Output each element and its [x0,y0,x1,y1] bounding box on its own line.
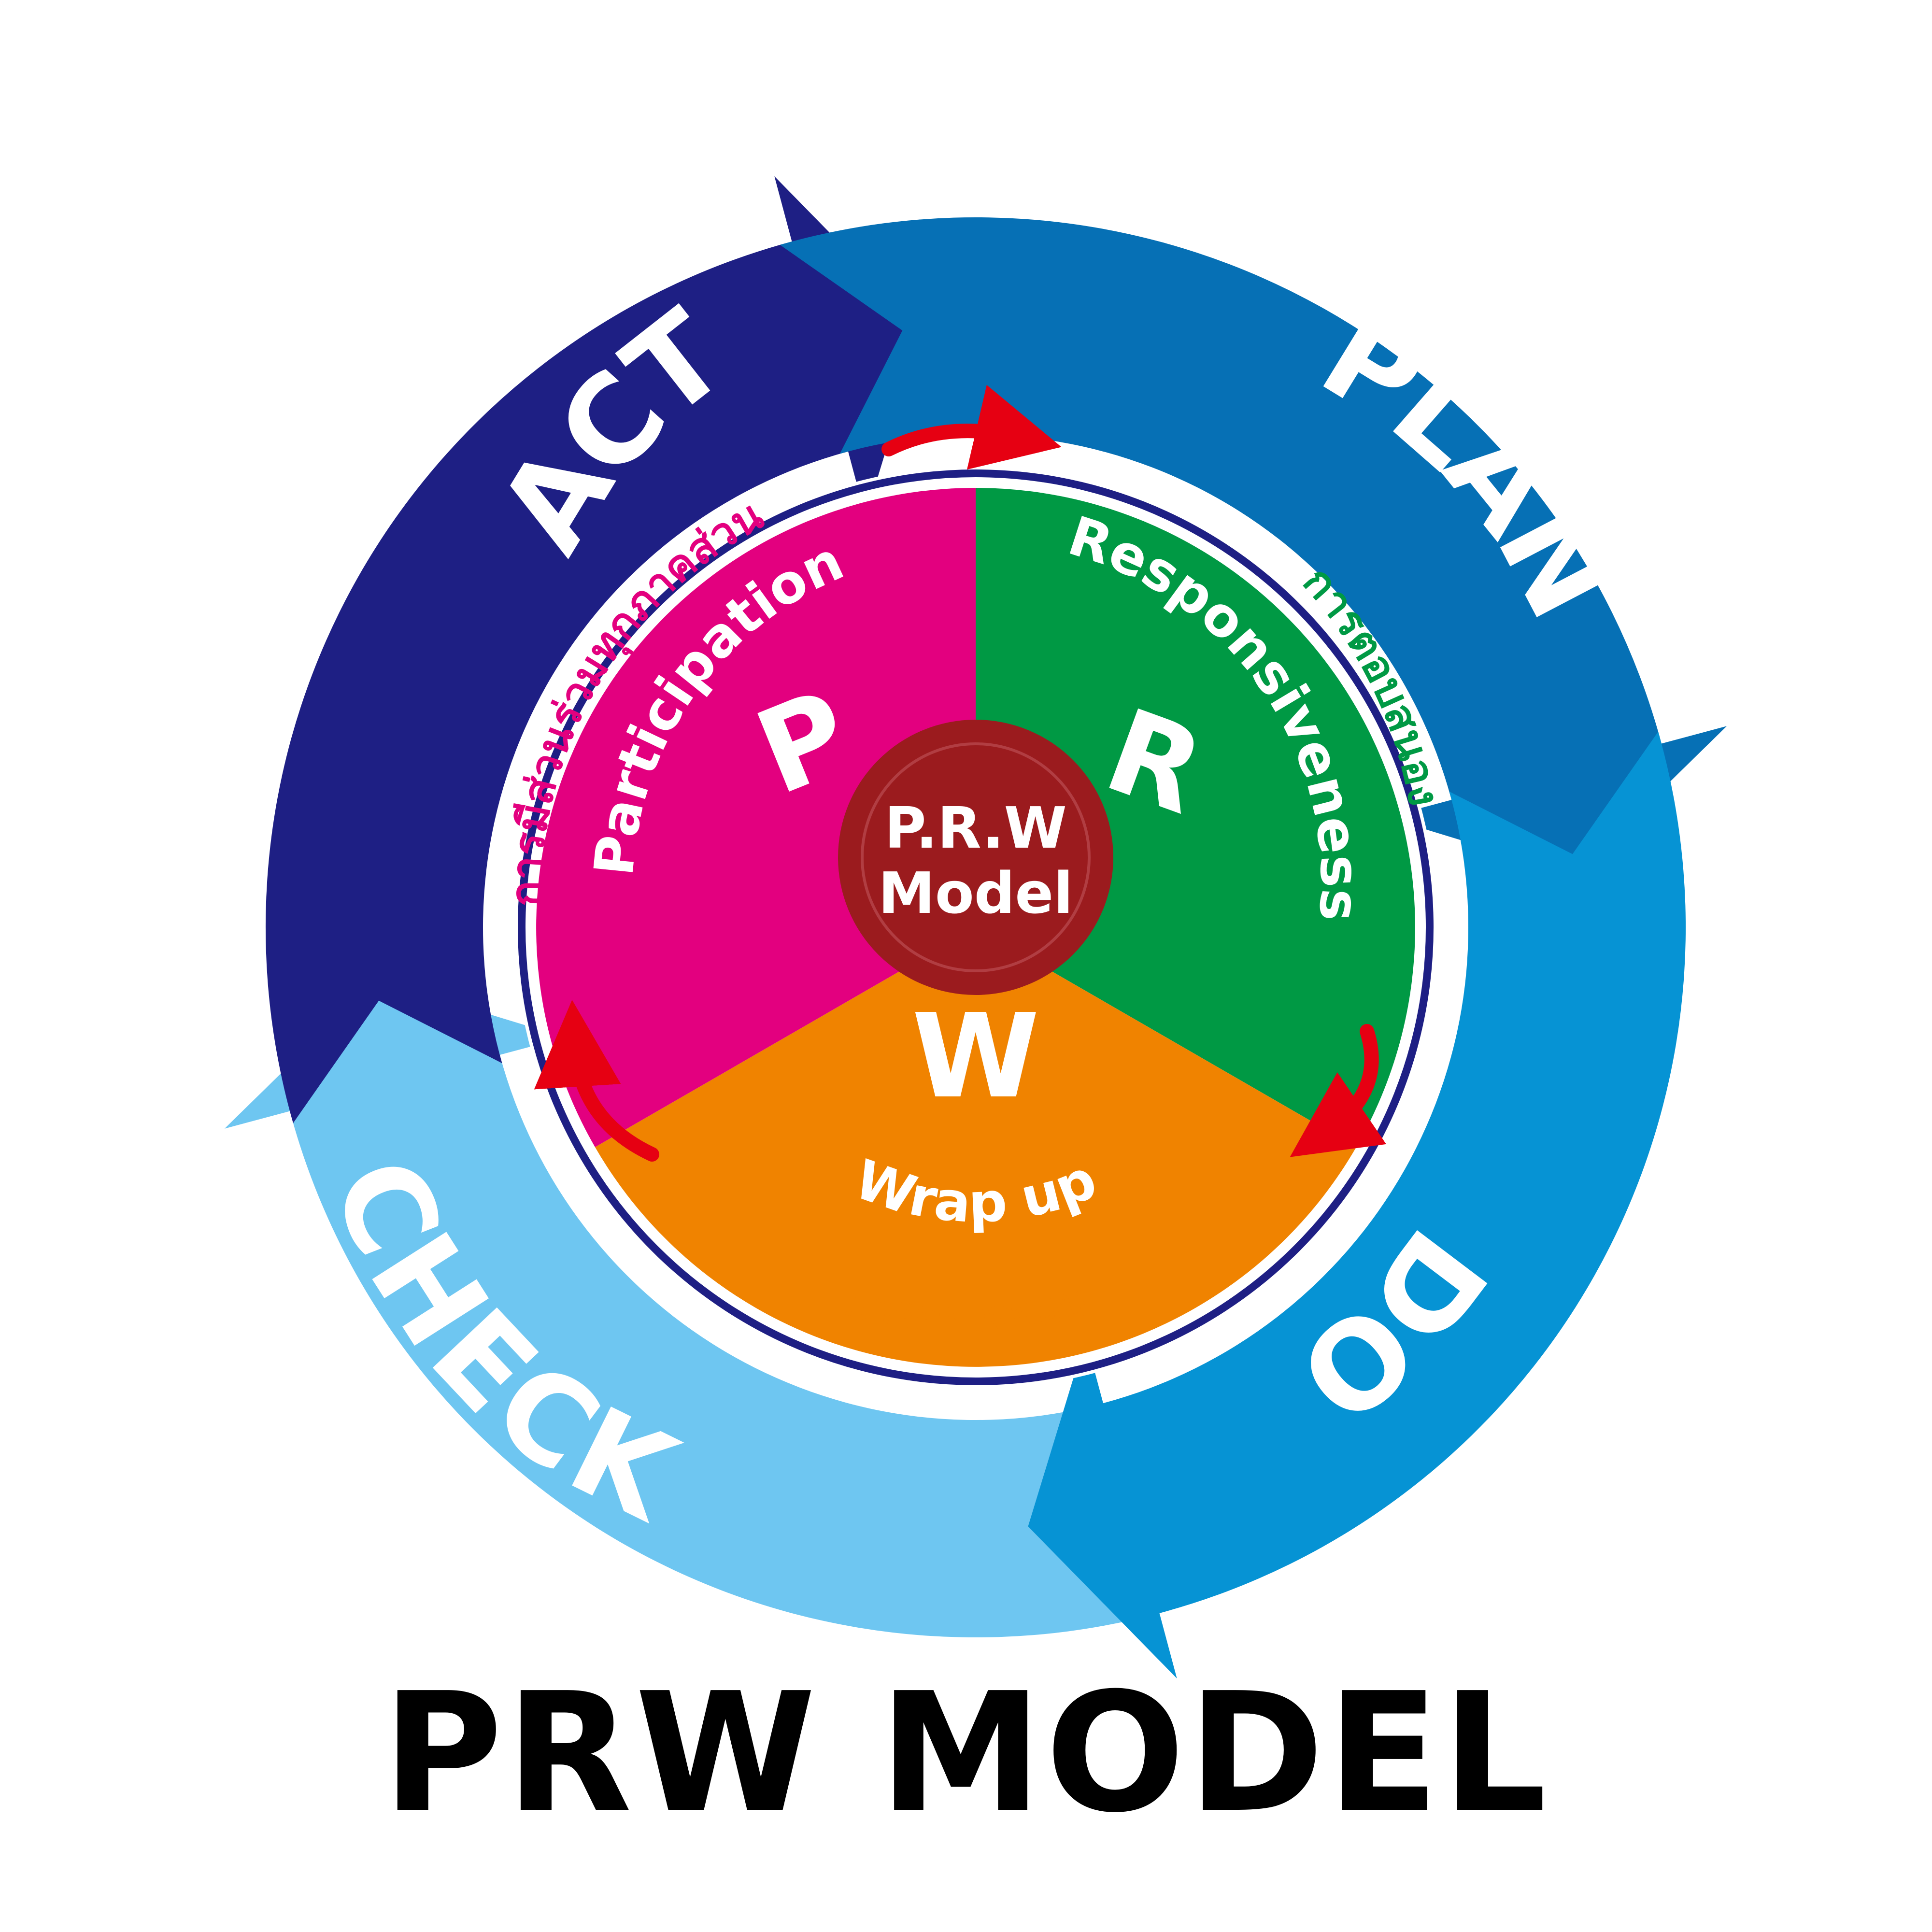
act-arrow [265,176,923,1123]
pdca-cycle [224,176,1727,1679]
plan-arrow [780,217,1727,875]
inner-ring [518,469,1434,1385]
w-letter: W [912,989,1040,1124]
p-segment [536,488,976,1147]
r-segment [976,488,1415,1147]
hub-circle [838,720,1113,995]
check-arrow [224,980,1172,1638]
seal-emblem-ring [861,742,1091,972]
page-title: PRW MODEL [382,1658,1550,1849]
hub-line-2: Model [878,860,1073,926]
red-arrow-left [534,1000,659,1162]
hub-line-1: P.R.W [884,795,1067,861]
red-arrow-top [881,384,1062,470]
red-arrow-right [1290,1024,1387,1157]
w-segment [595,927,1356,1367]
do-arrow [1028,731,1686,1679]
